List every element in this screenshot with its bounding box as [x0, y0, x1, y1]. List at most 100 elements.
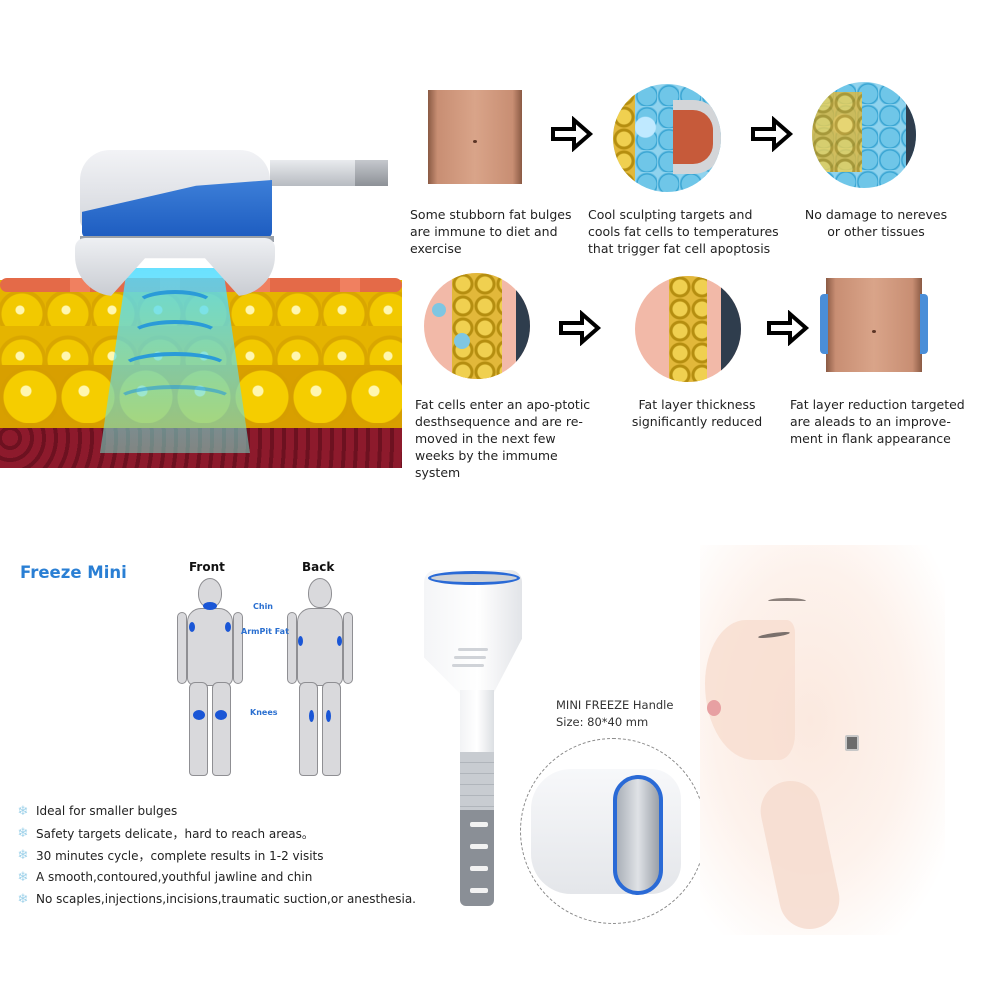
- step-1-caption: Some stubborn fat bulges are immune to d…: [410, 207, 572, 256]
- fat-cells: [452, 273, 502, 379]
- front-label: Front: [189, 560, 225, 574]
- back-knee-spot: [326, 710, 331, 722]
- step-6-belly-after-image: [820, 278, 928, 372]
- step-2-caption: Cool sculpting targets and cools fat cel…: [588, 207, 779, 256]
- grip-slot: [470, 844, 488, 849]
- step-arrow-icon: [550, 115, 594, 153]
- back-armpit-spot: [298, 636, 303, 646]
- step-arrow-icon: [766, 309, 810, 347]
- figure-leg: [212, 682, 231, 776]
- feature-text: A smooth,contoured,youthful jawline and …: [36, 870, 313, 884]
- fat-cells: [812, 92, 862, 172]
- step-4-caption: Fat cells enter an apo-ptotic desthseque…: [415, 397, 591, 480]
- figure-arm: [177, 612, 187, 684]
- figure-head: [308, 578, 332, 608]
- back-label: Back: [302, 560, 335, 574]
- hero-cryolipolysis-illustration: [0, 140, 402, 468]
- ice-crystal: [454, 333, 470, 349]
- applicator-cross-section: [673, 100, 721, 174]
- cooling-wave-icon: [115, 385, 235, 417]
- snowflake-icon: ❄: [17, 825, 29, 841]
- navel: [473, 140, 477, 143]
- feature-item: ❄ No scaples,injections,incisions,traumat…: [14, 888, 416, 910]
- handle-grip: [460, 810, 494, 906]
- removed-fat-marker-left: [820, 294, 828, 354]
- figure-leg: [322, 682, 341, 776]
- figure-leg: [299, 682, 318, 776]
- face-profile: [705, 620, 795, 760]
- tissue-edge: [721, 276, 741, 382]
- tissue-edge: [906, 82, 916, 188]
- tissue-edge: [516, 273, 530, 379]
- feature-list: ❄ Ideal for smaller bulges ❄ Safety target…: [14, 800, 416, 910]
- armpit-spot: [189, 622, 195, 632]
- cooling-wave-icon: [130, 320, 220, 350]
- snowflake-icon: ❄: [17, 847, 29, 863]
- figure-torso: [297, 608, 343, 686]
- handle-groove: [452, 664, 484, 667]
- back-armpit-spot: [337, 636, 342, 646]
- back-body-figure: [285, 578, 355, 778]
- earring: [845, 735, 859, 751]
- figure-torso: [187, 608, 233, 686]
- step-6-caption: Fat layer reduction targeted are aleads …: [790, 397, 965, 446]
- removed-fat-marker-right: [920, 294, 928, 354]
- mini-freeze-handle-head: [424, 570, 522, 695]
- lips: [707, 700, 721, 716]
- step-3-frozen-cells-image: [812, 82, 916, 188]
- handle-caption: MINI FREEZE Handle Size: 80*40 mm: [556, 697, 673, 731]
- grip-slot: [470, 822, 488, 827]
- handle-blue-rim: [428, 571, 520, 585]
- feature-item: ❄ A smooth,contoured,youthful jawline and…: [14, 866, 416, 888]
- feature-item: ❄ Safety targets delicate，hard to reach a…: [14, 822, 416, 844]
- fat-cells: [669, 276, 707, 382]
- area-label-armpit: ArmPit Fat: [241, 627, 289, 636]
- ice-crystal: [432, 303, 446, 317]
- figure-arm: [287, 612, 297, 684]
- feature-text: Ideal for smaller bulges: [36, 804, 178, 818]
- eyebrow: [768, 598, 806, 604]
- step-3-caption: No damage to nereves or other tissues: [804, 207, 948, 239]
- knee-spot: [193, 710, 205, 720]
- step-4-apoptosis-image: [424, 273, 530, 379]
- cooling-wave-icon: [120, 352, 230, 384]
- handle-closeup-opening: [613, 775, 663, 895]
- snowflake-icon: ❄: [17, 891, 29, 907]
- grip-slot: [470, 866, 488, 871]
- handle-groove: [458, 648, 488, 651]
- area-label-chin: Chin: [253, 602, 274, 611]
- cooling-wave-icon: [135, 290, 215, 320]
- freeze-mini-title: Freeze Mini: [20, 563, 127, 582]
- feature-text: 30 minutes cycle，complete results in 1-2…: [36, 848, 324, 863]
- step-arrow-icon: [558, 309, 602, 347]
- back-knee-spot: [309, 710, 314, 722]
- snowflake-icon: ❄: [17, 803, 29, 819]
- feature-item: ❄ 30 minutes cycle，complete results in 1-…: [14, 844, 416, 866]
- snowflake-icon: ❄: [17, 869, 29, 885]
- grip-slot: [470, 888, 488, 893]
- step-arrow-icon: [750, 115, 794, 153]
- handle-closeup-circle: [520, 738, 706, 924]
- feature-text: No scaples,injections,incisions,traumati…: [36, 892, 416, 906]
- handle-neck: [460, 690, 494, 756]
- handle-groove: [454, 656, 486, 659]
- area-label-knees: Knees: [250, 708, 278, 717]
- step-2-applicator-cooling-image: [613, 84, 721, 192]
- step-5-caption: Fat layer thickness significantly reduce…: [631, 397, 763, 429]
- figure-arm: [343, 612, 353, 684]
- knee-spot: [215, 710, 227, 720]
- chin-spot: [203, 602, 217, 610]
- figure-arm: [233, 612, 243, 684]
- feature-item: ❄ Ideal for smaller bulges: [14, 800, 416, 822]
- handle-name: MINI FREEZE Handle: [556, 698, 674, 712]
- step-5-reduced-fat-image: [635, 276, 741, 382]
- armpit-spot: [225, 622, 231, 632]
- handle-metal-collar: [460, 752, 494, 810]
- handle-size: Size: 80*40 mm: [556, 715, 649, 729]
- figure-leg: [189, 682, 208, 776]
- warm-fat-cells: [613, 84, 635, 192]
- feature-text: Safety targets delicate，hard to reach ar…: [36, 826, 314, 841]
- applicator-cable-end: [355, 160, 388, 186]
- front-body-figure: [175, 578, 245, 778]
- navel: [872, 330, 876, 333]
